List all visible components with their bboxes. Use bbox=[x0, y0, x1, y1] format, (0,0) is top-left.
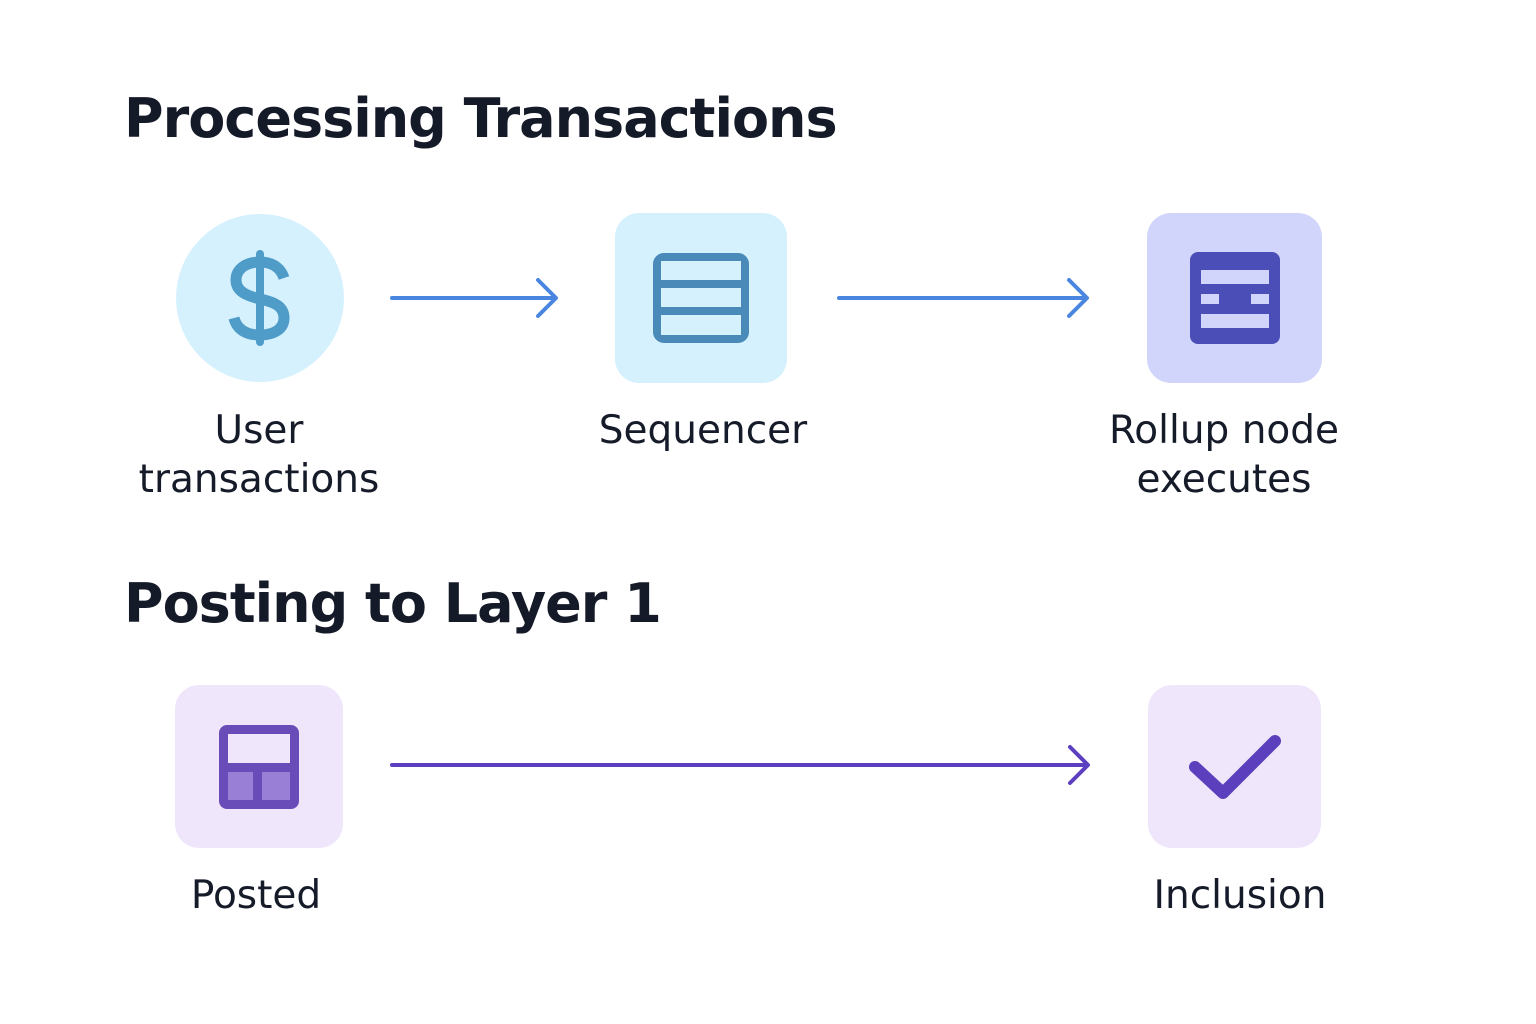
user-transactions-label-line1: User bbox=[214, 408, 304, 453]
block-icon bbox=[1189, 252, 1280, 344]
posted-label: Posted bbox=[96, 871, 416, 920]
inclusion-node bbox=[1148, 685, 1321, 848]
sequencer-label: Sequencer bbox=[543, 406, 863, 455]
posted-node bbox=[175, 685, 343, 848]
arrow-sequencer-to-rollup bbox=[837, 278, 1089, 318]
rollup-label: Rollup node executes bbox=[1064, 406, 1384, 504]
arrow-posted-to-inclusion bbox=[390, 745, 1090, 785]
dollar-icon bbox=[228, 250, 290, 346]
sequencer-node bbox=[615, 213, 787, 383]
batch-icon bbox=[219, 724, 299, 809]
inclusion-label-line1: Inclusion bbox=[1153, 873, 1327, 918]
rollup-node bbox=[1147, 213, 1322, 383]
user-transactions-label: User transactions bbox=[99, 406, 419, 504]
user-transactions-node bbox=[176, 214, 344, 382]
section-title-posting: Posting to Layer 1 bbox=[124, 572, 662, 635]
list-rows-icon bbox=[653, 253, 749, 343]
sequencer-label-line1: Sequencer bbox=[598, 408, 808, 453]
posted-label-line1: Posted bbox=[190, 873, 322, 918]
rollup-label-line2: executes bbox=[1136, 457, 1312, 502]
checkmark-icon bbox=[1188, 734, 1281, 799]
rollup-label-line1: Rollup node bbox=[1108, 408, 1340, 453]
arrow-user-to-sequencer bbox=[390, 278, 558, 318]
section-title-processing: Processing Transactions bbox=[124, 87, 838, 150]
user-transactions-label-line2: transactions bbox=[138, 457, 380, 502]
inclusion-label: Inclusion bbox=[1080, 871, 1400, 920]
